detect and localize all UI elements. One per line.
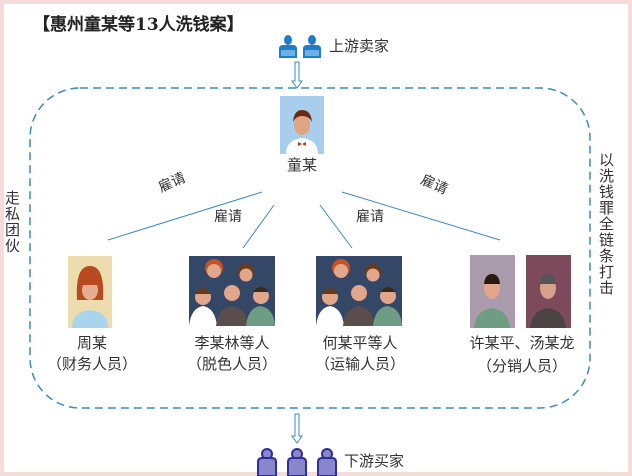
tang-portrait xyxy=(526,255,571,328)
connector-line xyxy=(341,191,501,241)
member-name: 何某平等人 xyxy=(322,334,398,352)
member-role: （运输人员） xyxy=(314,355,406,373)
center-person-name: 童某 xyxy=(286,156,318,174)
group-left-label: 走私团伙 xyxy=(3,190,21,254)
member-name: 周某 xyxy=(76,334,108,352)
upstream-sellers-icon xyxy=(279,35,321,58)
diagram-canvas xyxy=(4,4,628,472)
hire-label: 雇请 xyxy=(214,209,242,225)
connector-line xyxy=(319,204,353,249)
member-role: （分销人员） xyxy=(476,357,568,375)
downstream-buyers-icon xyxy=(257,448,337,476)
member-name: 许某平、汤某龙 xyxy=(469,334,575,352)
connector-line xyxy=(242,204,275,249)
xu-portrait xyxy=(470,255,515,328)
member-role: （脱色人员） xyxy=(186,355,278,373)
hire-connectors xyxy=(107,191,501,249)
zhou-portrait xyxy=(68,256,112,328)
hire-label: 雇请 xyxy=(356,209,384,225)
connector-line xyxy=(107,191,263,241)
group-right-label: 以洗钱罪全链条打击 xyxy=(597,152,615,296)
he-group-portrait xyxy=(316,256,402,326)
page-title: 【惠州童某等13人洗钱案】 xyxy=(33,15,244,35)
member-role: （财务人员） xyxy=(46,355,138,373)
arrow-down-icon xyxy=(291,413,303,444)
group-boundary xyxy=(29,87,591,409)
tong-portrait xyxy=(280,96,324,154)
downstream-label: 下游买家 xyxy=(344,452,405,470)
member-name: 李某林等人 xyxy=(194,334,270,352)
li-group-portrait xyxy=(189,256,275,326)
arrow-down-icon xyxy=(291,61,303,89)
upstream-label: 上游卖家 xyxy=(329,37,390,55)
